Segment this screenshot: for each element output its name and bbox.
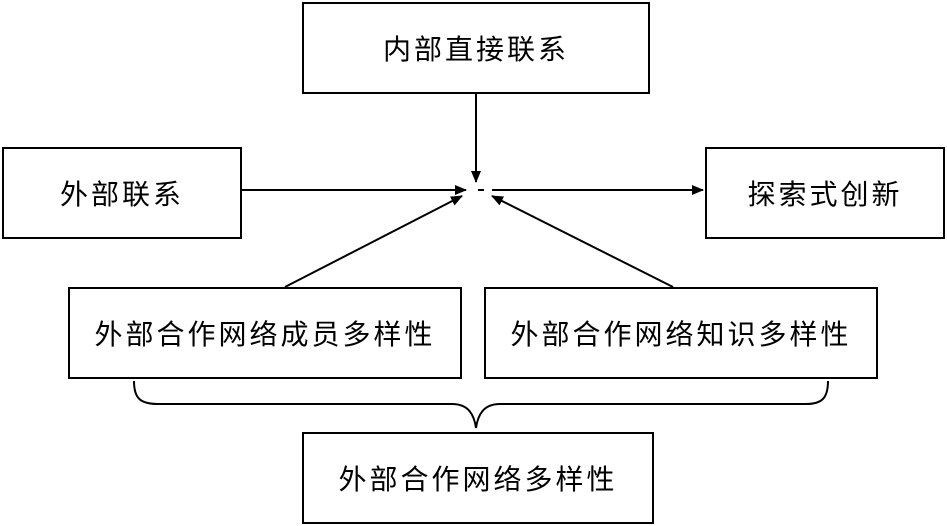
exploratory-innovation-box: 探索式创新 bbox=[705, 147, 945, 239]
edge-member-to-junction bbox=[284, 195, 463, 288]
exploratory-innovation-label: 探索式创新 bbox=[747, 178, 903, 211]
network-diversity-box: 外部合作网络多样性 bbox=[302, 432, 654, 524]
network-diversity-label: 外部合作网络多样性 bbox=[338, 463, 618, 496]
internal-direct-link-box: 内部直接联系 bbox=[302, 2, 650, 94]
knowledge-diversity-box: 外部合作网络知识多样性 bbox=[484, 287, 878, 379]
edge-knowledge-to-junction bbox=[491, 195, 674, 288]
knowledge-diversity-label: 外部合作网络知识多样性 bbox=[510, 318, 852, 351]
external-link-label: 外部联系 bbox=[59, 178, 184, 211]
external-link-box: 外部联系 bbox=[2, 147, 242, 239]
member-diversity-box: 外部合作网络成员多样性 bbox=[68, 287, 462, 379]
member-diversity-label: 外部合作网络成员多样性 bbox=[94, 318, 436, 351]
internal-direct-link-label: 内部直接联系 bbox=[382, 33, 569, 66]
grouping-brace bbox=[133, 380, 829, 429]
